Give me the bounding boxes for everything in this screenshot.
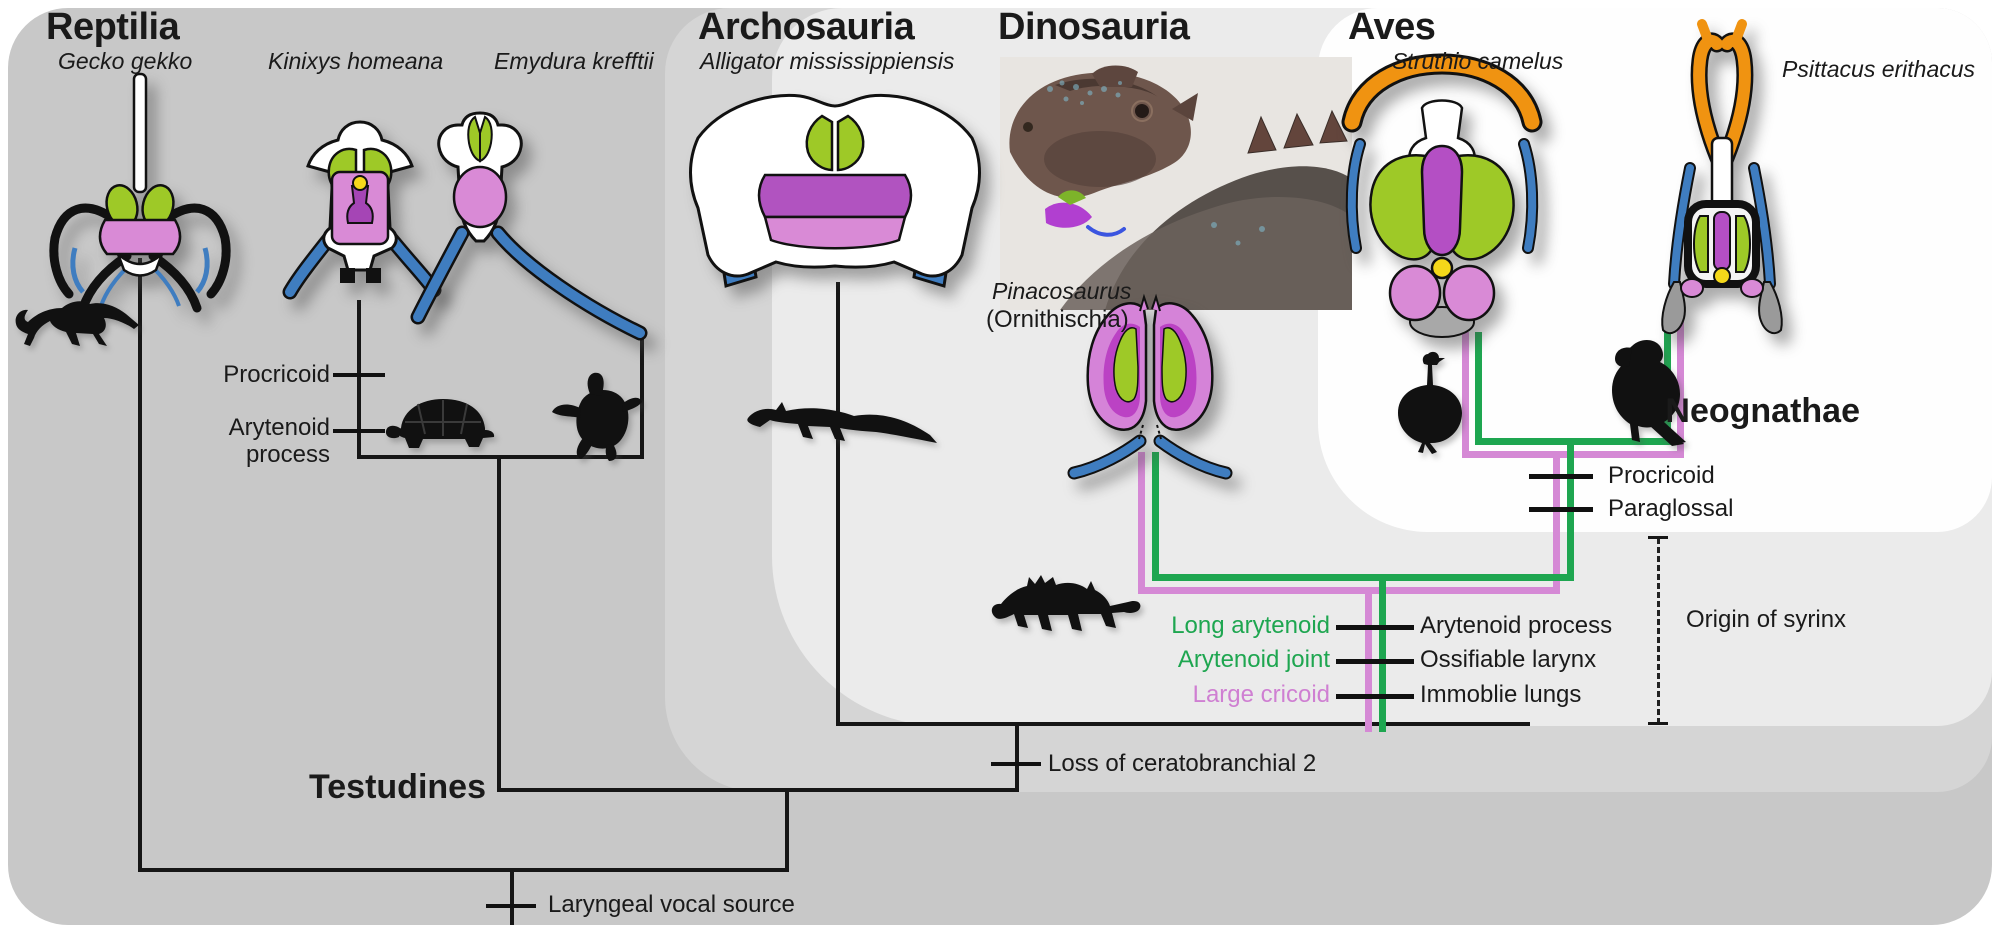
tick-procricoid-testudines [333, 373, 385, 377]
tick-aves-paraglossal [1529, 507, 1593, 512]
trait-label-arytenoid-joint: Arytenoid joint [1177, 646, 1330, 673]
alligator-larynx-illustration [689, 93, 981, 288]
parrot-larynx-illustration [1661, 19, 1783, 335]
ostrich-silhouette-icon [1398, 351, 1462, 454]
clade-title-dinosauria: Dinosauria [998, 6, 1190, 48]
tick-aves-procricoid [1529, 474, 1593, 479]
green-dino-bird-bracket [1152, 574, 1574, 581]
dashed-line-top-cap [1648, 536, 1668, 539]
green-branch-ostrich [1475, 332, 1482, 442]
clade-title-testudines: Testudines [309, 768, 486, 806]
tick-large-cricoid [1336, 694, 1414, 699]
branch-emydura [640, 335, 644, 459]
trait-label-arytenoid-process: Arytenoid process [1420, 612, 1613, 639]
branch-mid-bracket [497, 788, 1019, 792]
species-group-label-ornithischia: (Ornithischia) [986, 306, 1129, 333]
green-aves-bracket [1475, 438, 1671, 445]
species-label-kinixys: Kinixys homeana [268, 48, 444, 74]
pinacosaurus-larynx-illustration [1067, 293, 1233, 480]
species-label-emydura: Emydura krefftii [494, 48, 654, 74]
turtle-silhouette-icon [552, 372, 642, 461]
species-label-gecko: Gecko gekko [58, 48, 193, 74]
alligator-silhouette-icon [747, 402, 937, 443]
species-label-ostrich: Struthio camelus [1392, 48, 1564, 74]
tick-loss-ceratobranchial [991, 762, 1041, 766]
tick-long-arytenoid [1336, 625, 1414, 630]
trait-label-long-arytenoid: Long arytenoid [1171, 612, 1330, 639]
pink-aves-stem [1553, 455, 1560, 594]
origin-of-syrinx-dashed-line [1657, 538, 1660, 724]
species-label-parrot: Psittacus erithacus [1782, 56, 1976, 82]
node-label-loss-ceratobranchial: Loss of ceratobranchial 2 [1048, 750, 1317, 777]
trait-label-ossifiable-larynx: Ossifiable larynx [1420, 646, 1597, 673]
pink-branch-ostrich [1462, 332, 1469, 458]
branch-gecko [138, 258, 142, 871]
node-label-testudines-arytenoid-process: Arytenoid process [228, 414, 330, 468]
ankylosaur-silhouette-icon [991, 575, 1141, 631]
gecko-silhouette-icon [15, 301, 139, 346]
gecko-larynx-illustration [49, 72, 231, 313]
clade-title-neognathae: Neognathae [1665, 392, 1860, 430]
pink-branch-parrot [1677, 318, 1684, 458]
branch-root-bracket [138, 868, 789, 872]
pinacosaurus-photo [1000, 57, 1352, 310]
trait-label-large-cricoid: Large cricoid [1192, 681, 1330, 708]
clade-title-aves: Aves [1348, 6, 1436, 48]
branch-archosauria-stem [1015, 722, 1019, 790]
branch-kinixys [357, 300, 361, 459]
branch-mid-stem [785, 788, 789, 871]
tick-arytenoid-joint [1336, 659, 1414, 664]
ostrich-larynx-illustration [1341, 53, 1543, 338]
branch-root-stem [510, 868, 514, 925]
pink-pinacosaurus-branch [1138, 452, 1145, 594]
branch-archosauria-bracket [836, 722, 1530, 726]
clade-title-archosauria: Archosauria [698, 6, 915, 48]
tick-laryngeal-source [486, 904, 536, 908]
clade-title-reptilia: Reptilia [46, 6, 180, 48]
node-label-laryngeal-vocal-source: Laryngeal vocal source [548, 891, 795, 918]
trait-label-immoblie-lungs: Immoblie lungs [1420, 681, 1582, 708]
tortoise-silhouette-icon [385, 399, 495, 448]
node-label-aves-paraglossal: Paraglossal [1608, 495, 1734, 522]
tick-arytenoid-testudines [333, 429, 385, 433]
branch-alligator [836, 282, 840, 726]
parrot-silhouette-icon [1612, 340, 1686, 446]
pink-dino-bird-bracket [1138, 587, 1560, 594]
green-dino-bird-stem [1379, 578, 1386, 732]
green-pinacosaurus-branch [1152, 452, 1159, 581]
branch-testudines-stem [497, 455, 501, 790]
node-label-testudines-procricoid: Procricoid [223, 361, 330, 388]
species-label-pinacosaurus: Pinacosaurus [992, 278, 1132, 304]
node-label-aves-procricoid: Procricoid [1608, 462, 1715, 489]
dashed-line-bottom-cap [1648, 722, 1668, 725]
annotation-origin-of-syrinx: Origin of syrinx [1686, 606, 1847, 633]
emydura-larynx-illustration [410, 111, 648, 341]
species-label-alligator: Alligator mississippiensis [700, 48, 955, 74]
